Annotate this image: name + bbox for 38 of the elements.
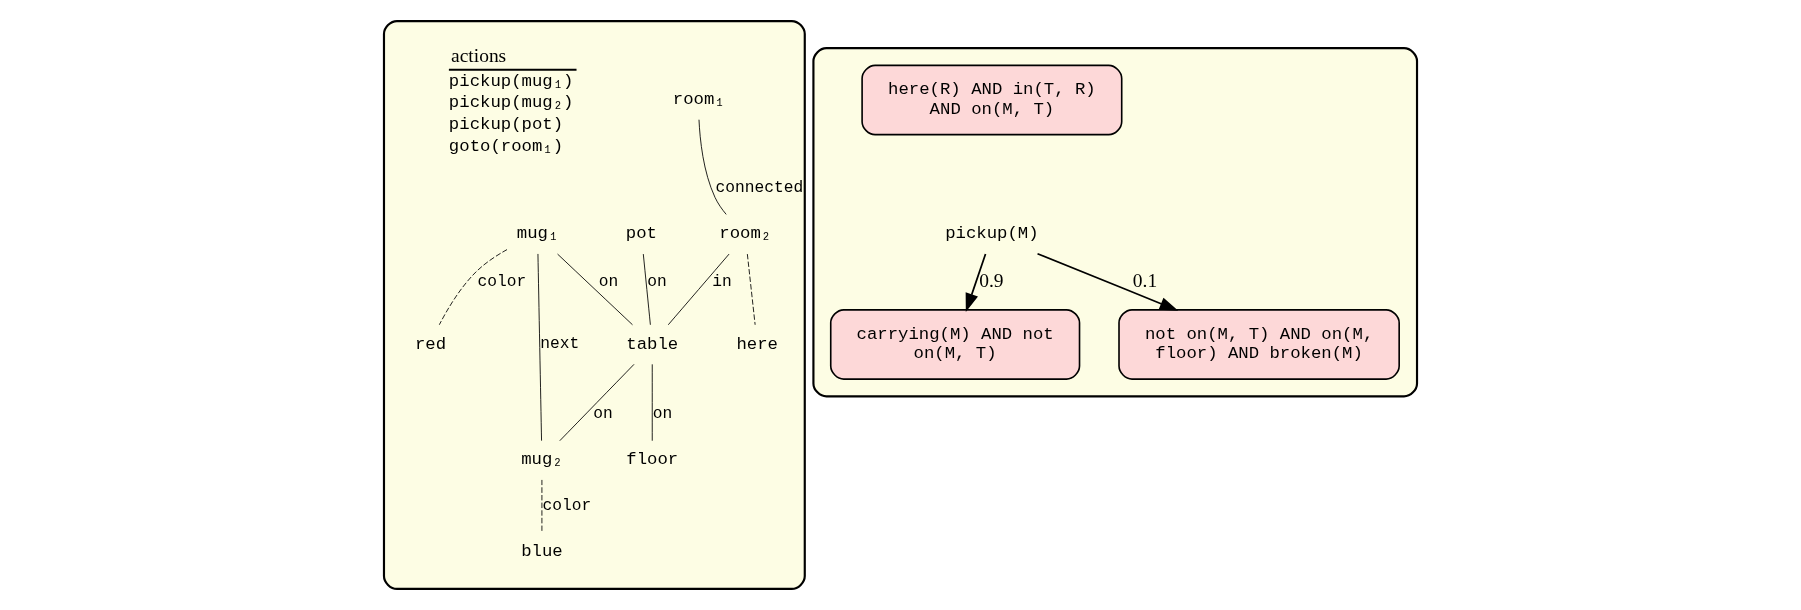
arrow (965, 253, 987, 312)
node-box: here(R) AND in(T, R) AND on(M, T) (861, 64, 1123, 136)
edge-label: color (477, 271, 527, 291)
arrow (1036, 252, 1179, 311)
cluster (812, 47, 1419, 398)
node-text: table (626, 334, 679, 354)
connector (559, 363, 635, 442)
edge-label: 0.1 (1132, 269, 1158, 291)
edge-label: on (652, 404, 673, 424)
edge-label: connected (715, 177, 804, 197)
edge-label: on (593, 404, 613, 424)
connector (557, 253, 633, 326)
node-text: red (414, 334, 447, 354)
connector (698, 119, 727, 215)
node-text: pickup(M) (945, 224, 1039, 244)
connector (438, 249, 508, 326)
node-text: mug₂ (521, 450, 563, 470)
edge-label: on (647, 271, 667, 291)
node-text: mug₁ (516, 224, 559, 244)
node-box: not on(M, T) AND on(M, floor) AND broken(M) (1118, 309, 1400, 380)
connector (537, 253, 542, 442)
node-text: floor (626, 450, 679, 470)
cluster (382, 19, 806, 591)
edge-label: in (712, 271, 732, 291)
node-box: carrying(M) AND not on(M, T) (829, 309, 1081, 380)
node-text: here (736, 334, 778, 354)
connector (667, 253, 730, 326)
node-text: actions pickup(mug₁) pickup(mug₂) pickup(pot) goto(room₁) (448, 44, 574, 156)
node-text: pot (625, 224, 657, 244)
edge-label: next (540, 334, 580, 354)
connector (642, 253, 651, 326)
edge-label: on (598, 271, 619, 291)
node-text: room₁ (672, 90, 725, 110)
node-text: room₂ (719, 224, 772, 244)
connector (746, 253, 756, 326)
node-text: blue (521, 542, 563, 562)
edge-label: color (542, 495, 592, 515)
edge-label: 0.9 (979, 269, 1004, 291)
